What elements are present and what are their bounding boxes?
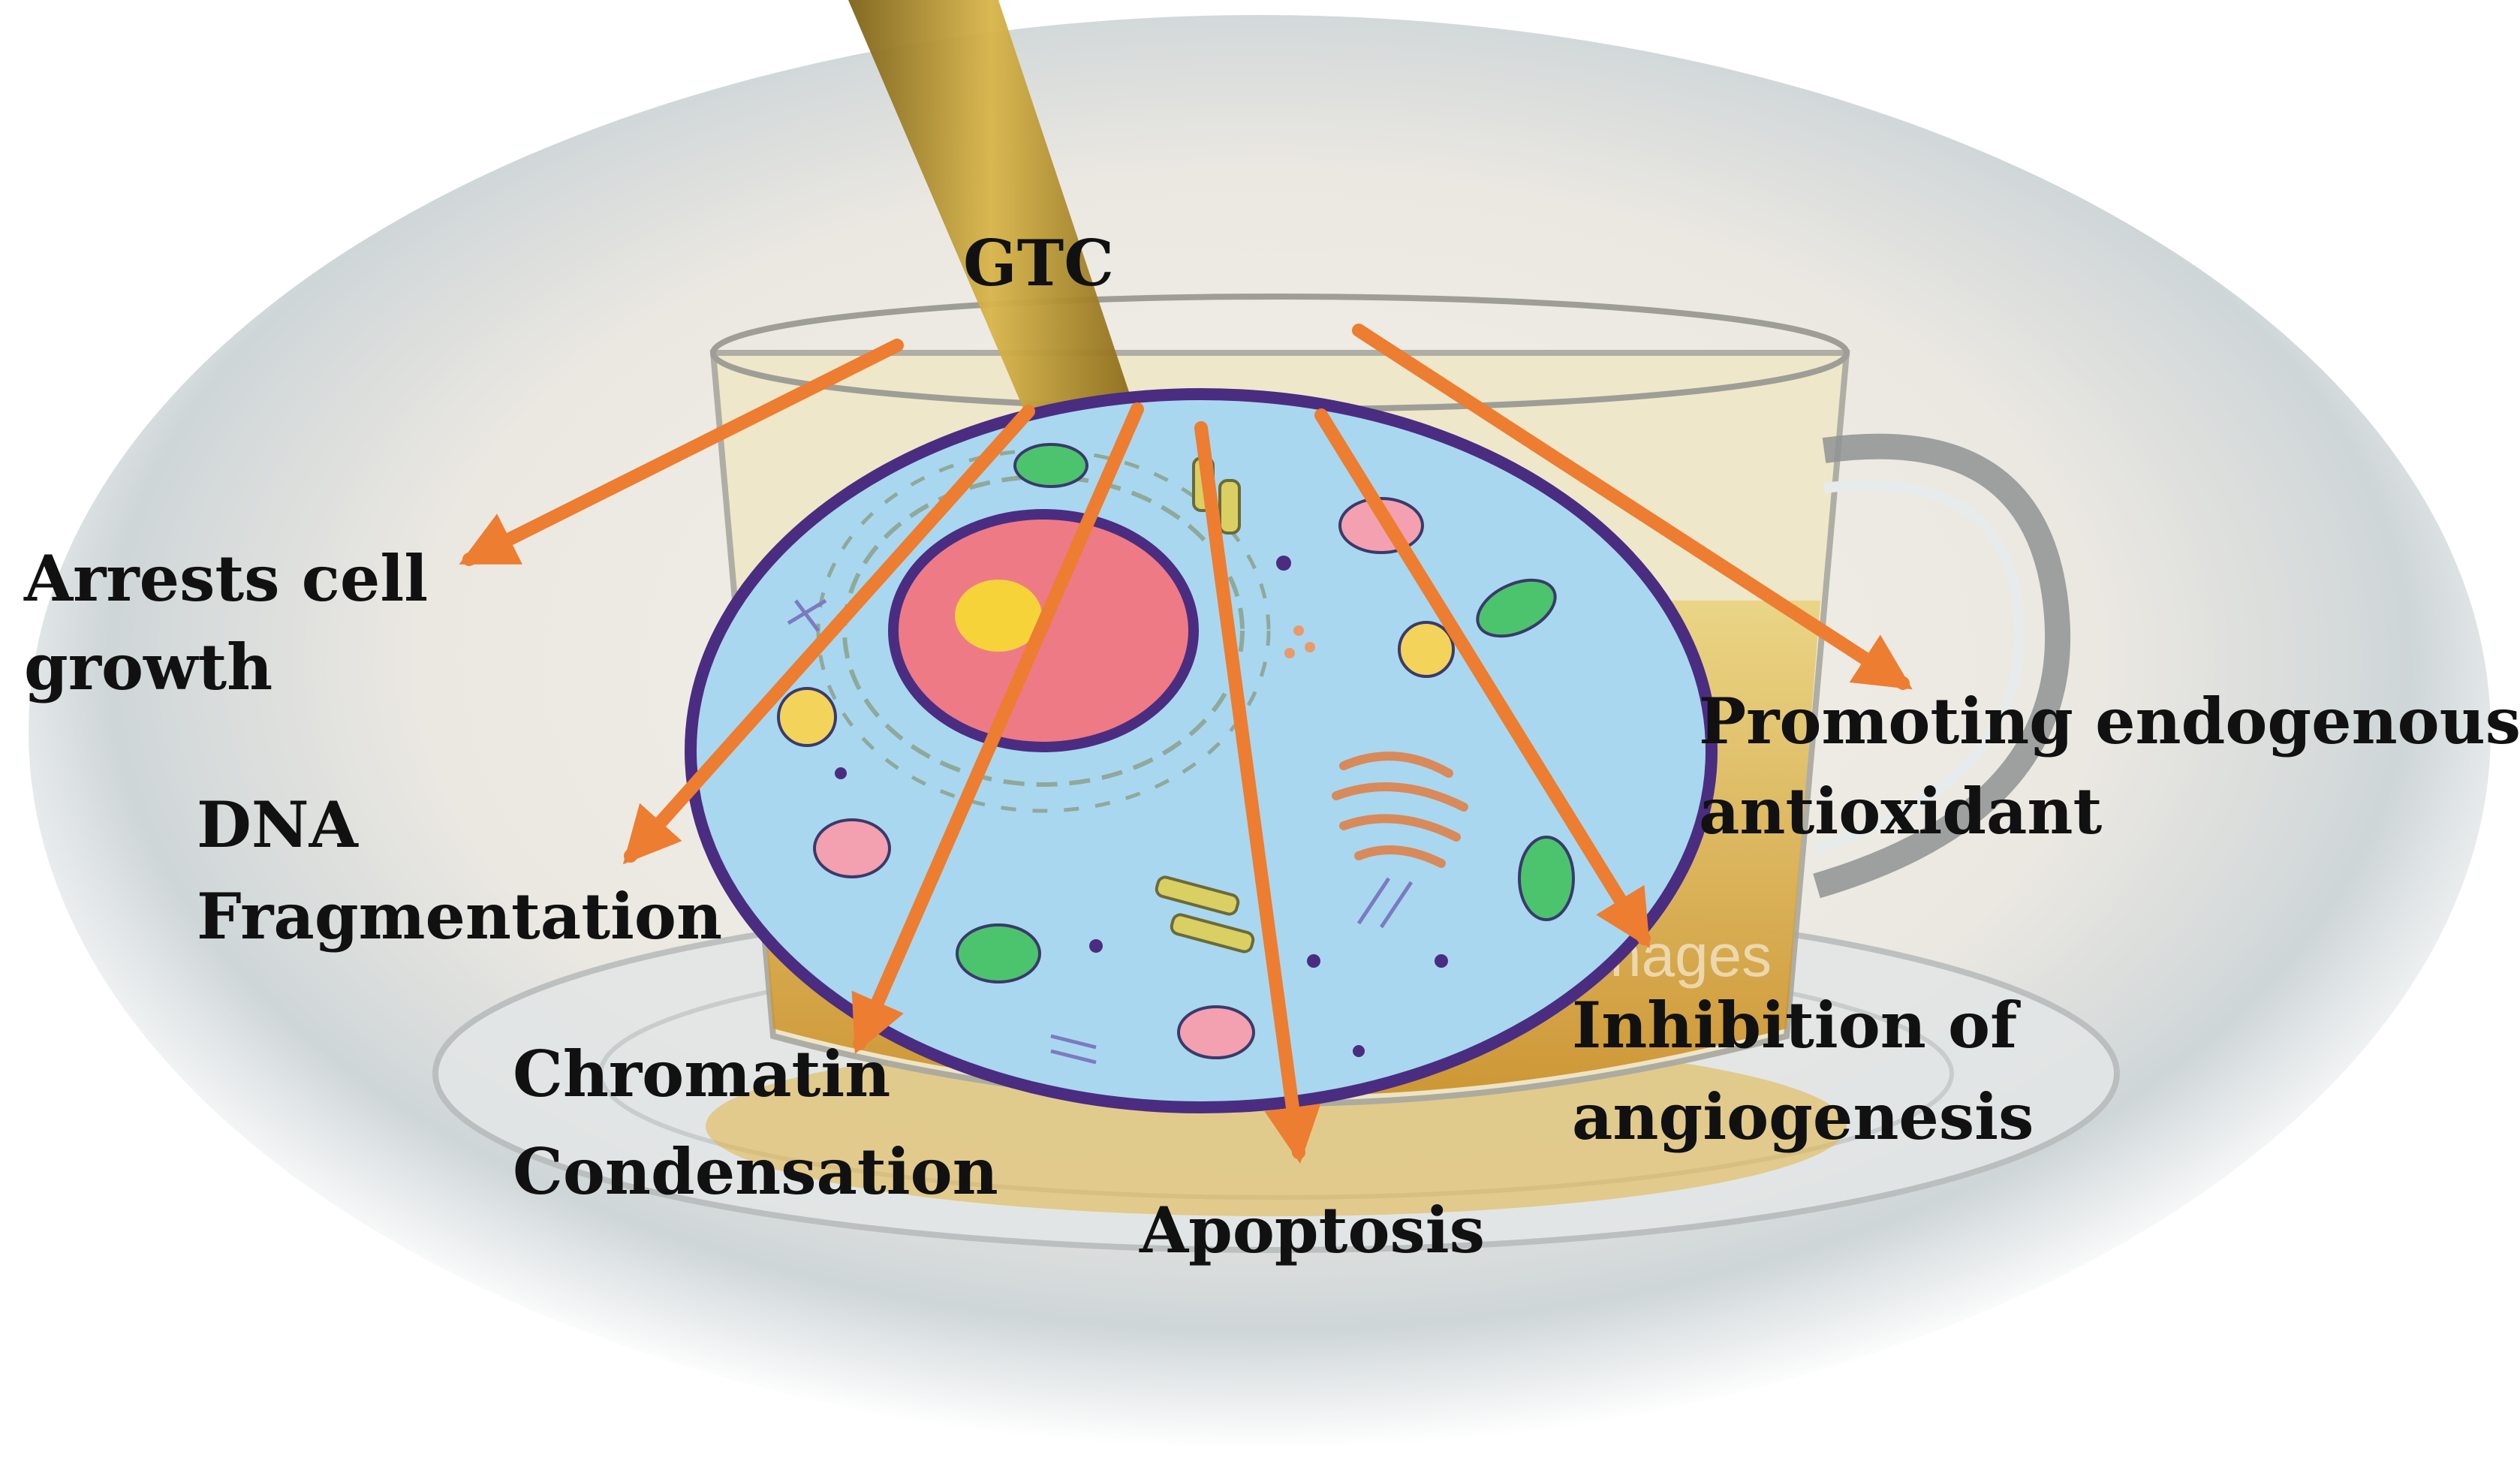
label-arrests-line1: Arrests cell xyxy=(23,541,428,616)
arrow-promoting-endogenous-antioxidant xyxy=(1352,324,1913,690)
label-chromatin-line1: Chromatin xyxy=(513,1037,890,1111)
label-angio-line1: Inhibition of xyxy=(1572,988,2021,1062)
arrow-apoptosis xyxy=(1194,421,1321,1164)
source-label-gtc: GTC xyxy=(963,226,1114,300)
arrow-inhibition-of-angiogenesis xyxy=(1314,408,1651,948)
effect-arrows xyxy=(459,324,1913,1164)
label-antiox-line1: Promoting endogenous xyxy=(1699,684,2520,758)
nucleolus xyxy=(955,580,1042,652)
label-antiox-line2: antioxidant xyxy=(1699,774,2102,848)
arrow-dna-fragmentation xyxy=(622,405,1035,865)
label-arrests-line2: growth xyxy=(24,630,272,704)
label-chromatin-line2: Condensation xyxy=(513,1134,998,1209)
label-apoptosis: Apoptosis xyxy=(1139,1193,1485,1267)
label-dna-line1: DNA xyxy=(197,788,360,862)
arrow-chromatin-condensation xyxy=(851,402,1144,1054)
arrow-arrests-cell-growth xyxy=(459,339,904,566)
effect-labels: GTC Arrests cell growth DNA Fragmentatio… xyxy=(23,226,2520,1267)
label-angio-line2: angiogenesis xyxy=(1572,1080,2034,1154)
label-dna-line2: Fragmentation xyxy=(197,879,722,953)
animal-cell-icon xyxy=(685,388,1718,1113)
